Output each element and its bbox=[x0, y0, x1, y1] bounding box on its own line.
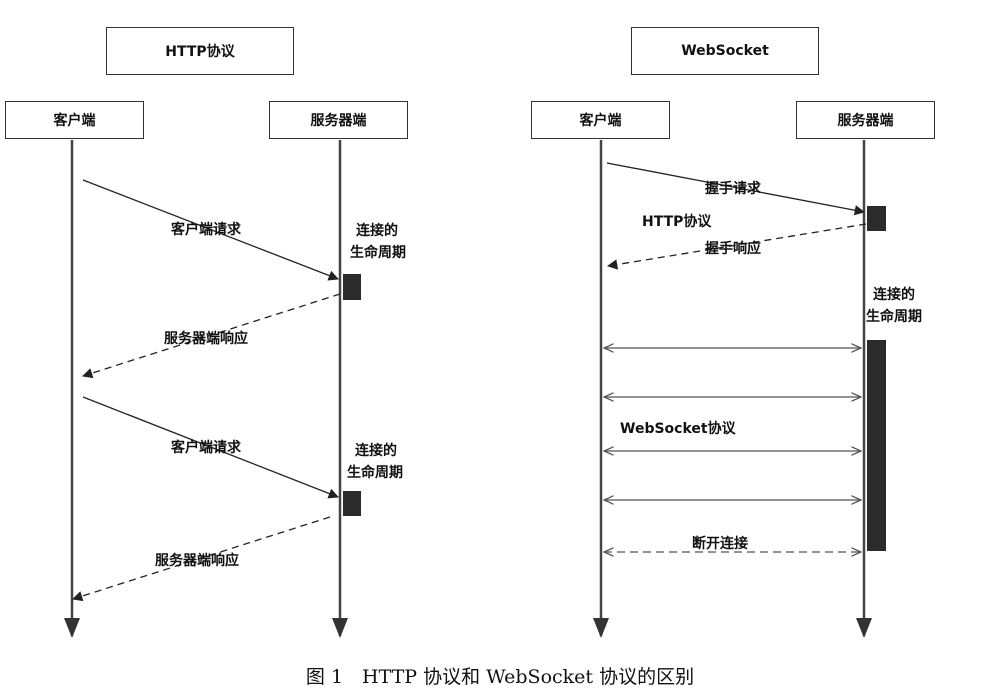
http-protocol-title-box: HTTP协议 bbox=[106, 27, 294, 75]
ws-server-label: 服务器端 bbox=[837, 113, 894, 129]
http-lifecycle-label-2: 连接的 生命周期 bbox=[347, 440, 403, 484]
ws-websocket-protocol-label: WebSocket协议 bbox=[620, 421, 736, 437]
ws-lifecycle-block bbox=[867, 340, 886, 551]
ws-client-label: 客户端 bbox=[579, 113, 622, 129]
ws-lifecycle-label: 连接的 生命周期 bbox=[866, 284, 922, 328]
http-protocol-title: HTTP协议 bbox=[165, 44, 235, 60]
http-request-label-1: 客户端请求 bbox=[171, 222, 241, 238]
ws-lifecycle-label-line1: 连接的 bbox=[873, 287, 915, 303]
http-request-arrow-2 bbox=[82, 396, 339, 499]
http-response-arrow-1 bbox=[82, 293, 341, 379]
ws-handshake-response-arrow bbox=[606, 223, 867, 270]
ws-handshake-request-arrow bbox=[606, 162, 866, 216]
http-client-label: 客户端 bbox=[53, 113, 96, 129]
figure-caption: 图 1 HTTP 协议和 WebSocket 协议的区别 bbox=[305, 666, 695, 688]
ws-client-box: 客户端 bbox=[531, 101, 670, 139]
http-lifecycle-label-2-line1: 连接的 bbox=[355, 443, 397, 459]
http-server-label: 服务器端 bbox=[310, 113, 367, 129]
http-response-label-2: 服务器端响应 bbox=[155, 553, 239, 569]
http-client-box: 客户端 bbox=[5, 101, 144, 139]
ws-server-box: 服务器端 bbox=[796, 101, 935, 139]
http-lifecycle-label-1: 连接的 生命周期 bbox=[350, 220, 406, 264]
http-response-label-1: 服务器端响应 bbox=[164, 331, 248, 347]
http-lifecycle-label-2-line2: 生命周期 bbox=[347, 465, 403, 481]
http-lifecycle-block-2 bbox=[343, 491, 361, 516]
ws-lifecycle-label-line2: 生命周期 bbox=[866, 309, 922, 325]
http-request-label-2: 客户端请求 bbox=[171, 440, 241, 456]
http-response-arrow-2 bbox=[72, 516, 331, 602]
ws-handshake-request-label: 握手请求 bbox=[705, 181, 761, 197]
http-server-box: 服务器端 bbox=[269, 101, 408, 139]
websocket-title-box: WebSocket bbox=[631, 27, 819, 75]
http-lifecycle-label-1-line1: 连接的 bbox=[356, 223, 398, 239]
ws-http-protocol-label: HTTP协议 bbox=[642, 214, 712, 230]
ws-handshake-response-label: 握手响应 bbox=[705, 241, 761, 257]
websocket-title: WebSocket bbox=[681, 43, 769, 59]
http-lifecycle-block-1 bbox=[343, 274, 361, 300]
http-request-arrow-1 bbox=[82, 179, 339, 281]
ws-disconnect-label: 断开连接 bbox=[692, 536, 748, 552]
http-lifecycle-label-1-line2: 生命周期 bbox=[350, 245, 406, 261]
ws-handshake-block bbox=[867, 206, 886, 231]
